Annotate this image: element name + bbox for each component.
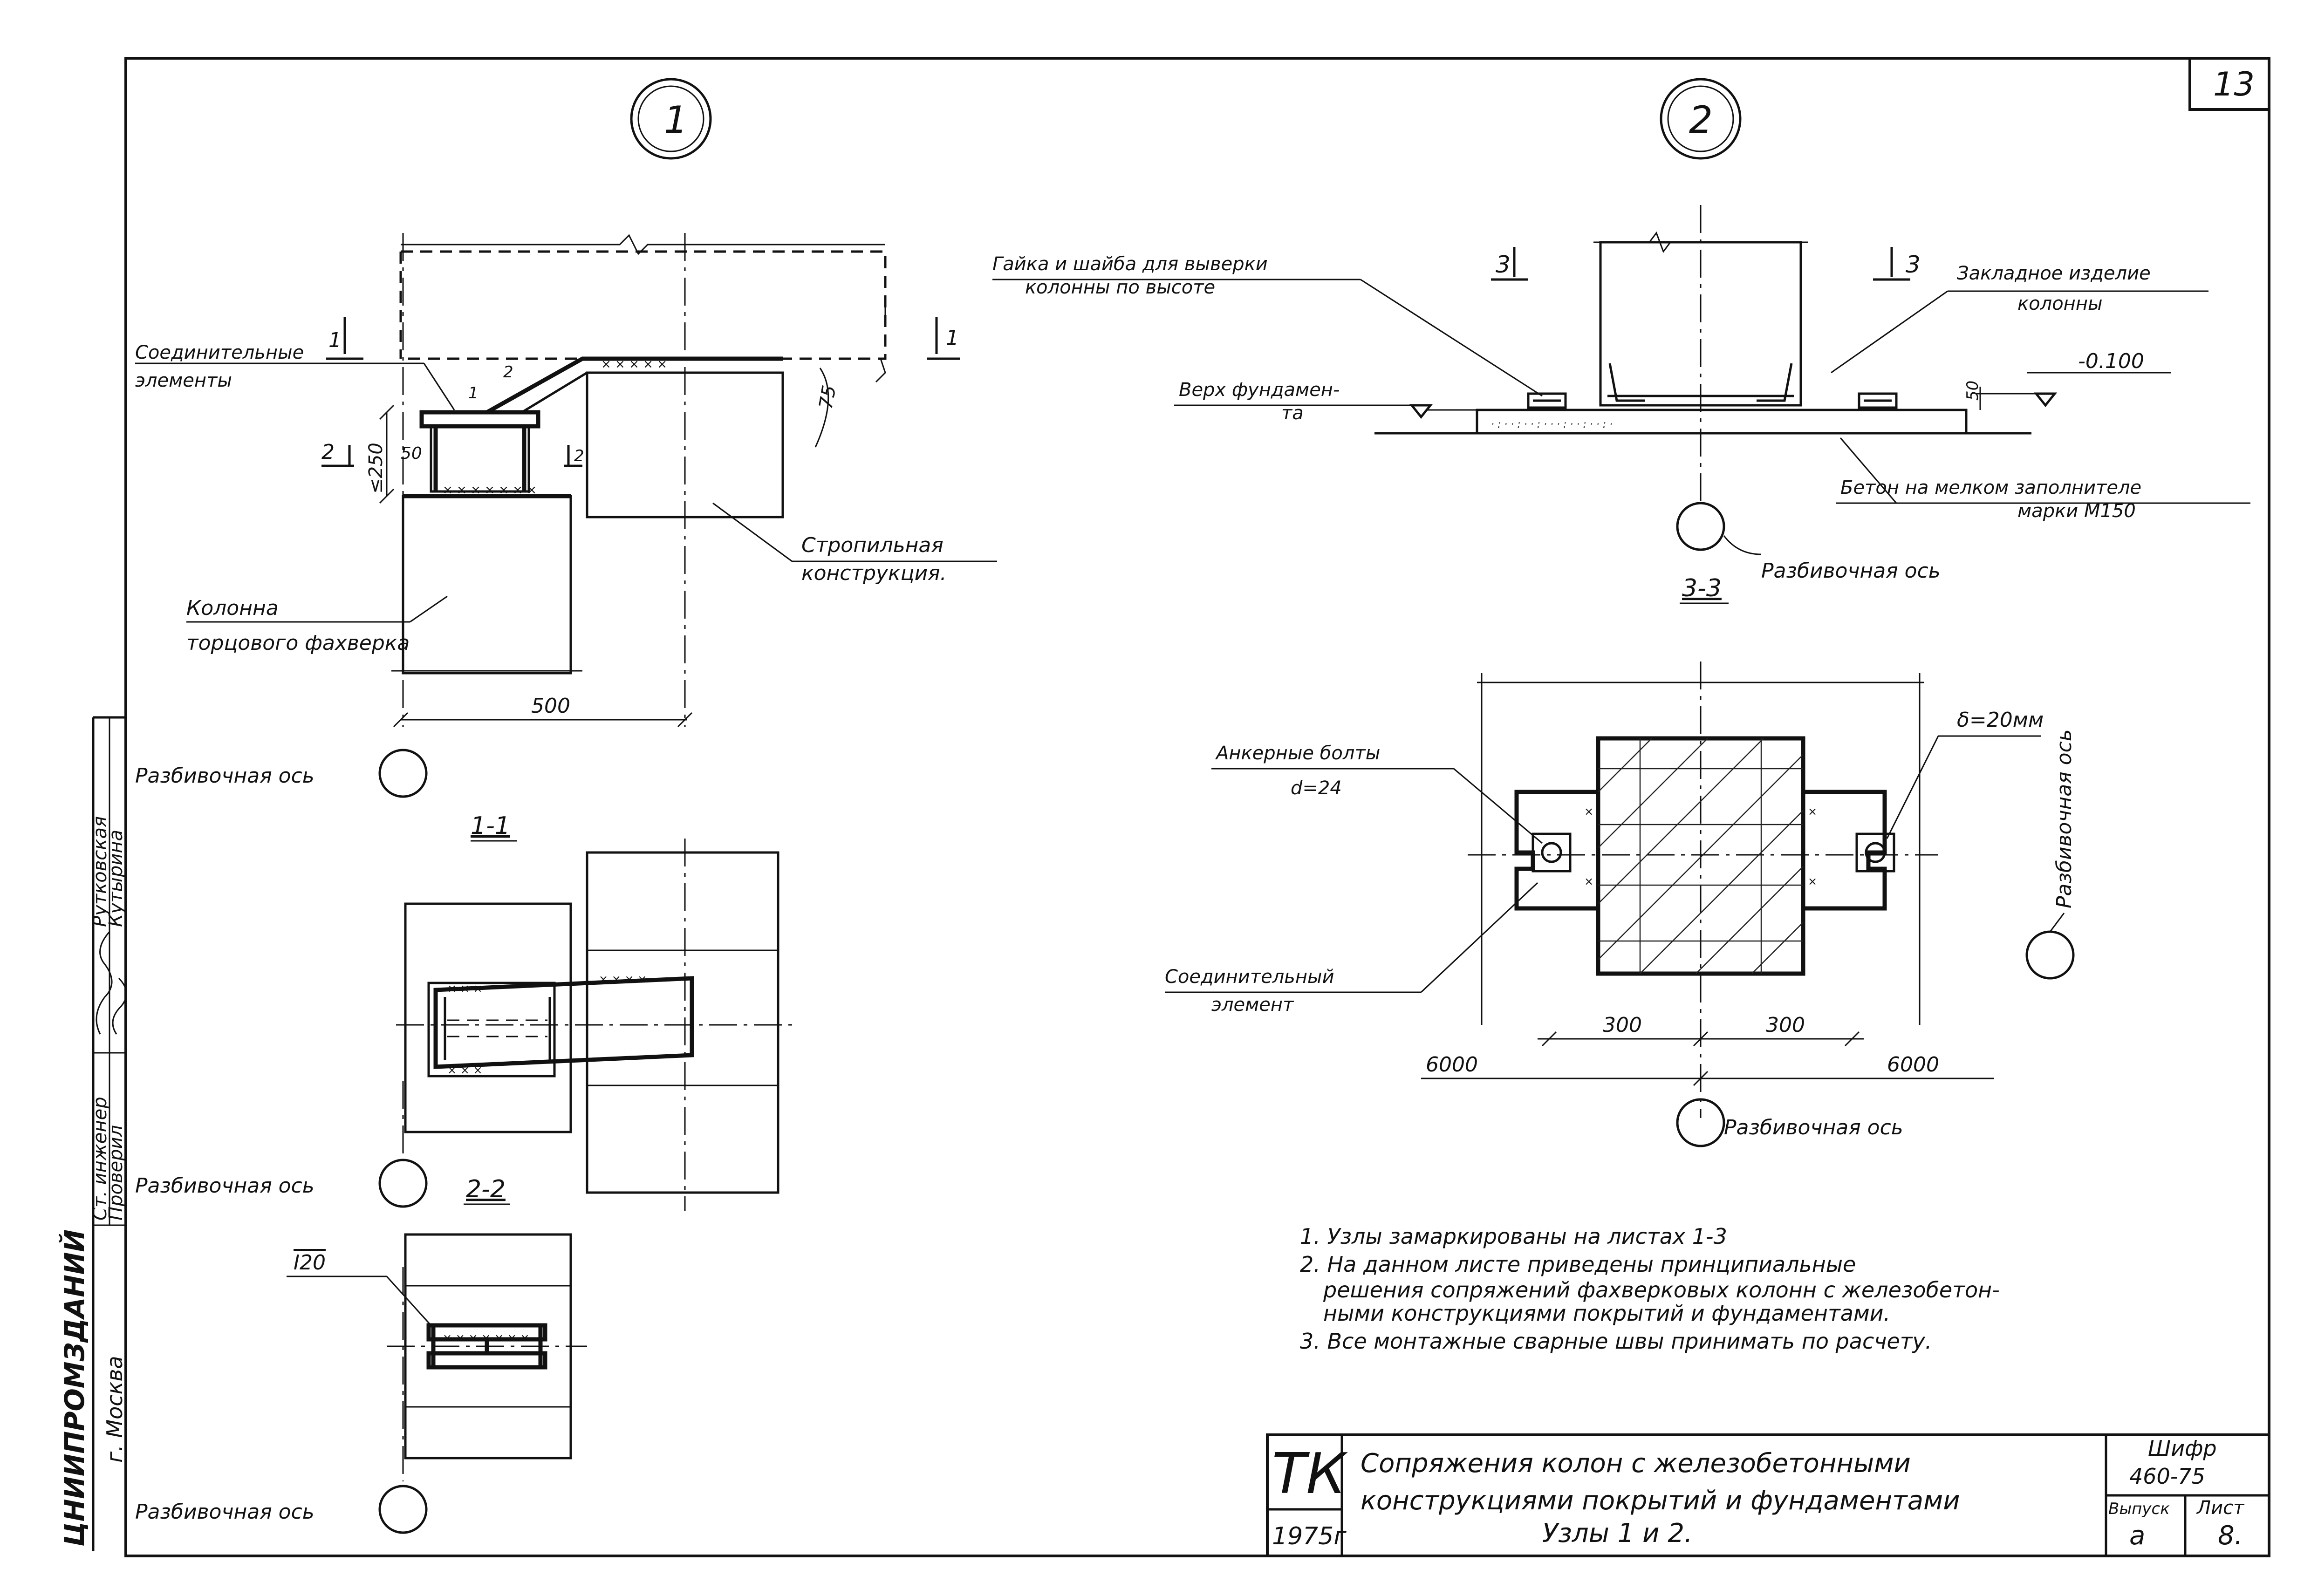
label-connecting-element: Соединительный bbox=[1165, 966, 1334, 988]
svg-text:элементы: элементы bbox=[135, 370, 232, 391]
svg-text:1: 1 bbox=[664, 98, 688, 142]
svg-text:≤250: ≤250 bbox=[365, 443, 387, 494]
svg-text:300: 300 bbox=[1766, 1013, 1805, 1037]
svg-text:Разбивочная ось: Разбивочная ось bbox=[135, 1174, 315, 1198]
side-role-1: Ст. инженер bbox=[89, 1097, 111, 1221]
svg-text:1: 1 bbox=[468, 384, 479, 402]
svg-text:× × × ×: × × × × bbox=[599, 973, 647, 986]
node-marker-2: 2 bbox=[1660, 78, 1742, 160]
svg-text:×: × bbox=[1584, 875, 1593, 888]
svg-text:×: × bbox=[1808, 875, 1817, 888]
svg-text:2: 2 bbox=[574, 447, 584, 465]
svg-text:Разбивочная ось: Разбивочная ось bbox=[135, 764, 315, 788]
label-concrete: Бетон на мелком заполнителе bbox=[1840, 477, 2141, 498]
svg-text:50: 50 bbox=[1963, 381, 1982, 401]
svg-text:колонны: колонны bbox=[2017, 293, 2103, 314]
stamp-sheet-label: Лист bbox=[2196, 1497, 2245, 1519]
section-3-3: 3-3 × × × × bbox=[1165, 574, 2076, 1147]
note-2: 2. На данном листе приведены принципиаль… bbox=[1300, 1252, 1856, 1277]
svg-text:2: 2 bbox=[503, 363, 513, 382]
svg-text:50: 50 bbox=[401, 444, 422, 463]
stamp-year: 1975г bbox=[1272, 1522, 1347, 1550]
svg-text:Разбивочная ось: Разбивочная ось bbox=[135, 1500, 315, 1524]
node2-elevation: · : · · : · · : · · · : · · : · · : · 3 … bbox=[992, 205, 2250, 583]
svg-text:× × × × × × ×: × × × × × × × bbox=[443, 1331, 530, 1344]
svg-text:d=24: d=24 bbox=[1291, 778, 1342, 799]
label-foundation-top: Верх фундамен- bbox=[1179, 379, 1340, 401]
label-truss: Стропильная bbox=[801, 533, 944, 557]
svg-text:× × ×: × × × bbox=[447, 1064, 483, 1077]
note-2b: решения сопряжений фахверковых колонн с … bbox=[1323, 1277, 2000, 1303]
side-name-1: Рутковская bbox=[89, 816, 111, 927]
svg-text:-0.100: -0.100 bbox=[2078, 349, 2144, 373]
svg-text:1: 1 bbox=[328, 328, 342, 352]
page-number: 13 bbox=[2213, 65, 2255, 103]
svg-text:· : · · : · · : · ·: · : · · : · · : · · · : · · : · · : · bbox=[1491, 419, 1613, 430]
svg-text:3-3: 3-3 bbox=[1682, 574, 1722, 602]
svg-text:6000: 6000 bbox=[1426, 1053, 1478, 1077]
svg-text:3: 3 bbox=[1496, 251, 1511, 278]
svg-text:2: 2 bbox=[321, 440, 335, 464]
svg-text:I20: I20 bbox=[294, 1251, 326, 1275]
label-thickness: δ=20мм bbox=[1957, 708, 2044, 732]
label-column: Колонна bbox=[186, 596, 279, 620]
stamp-code: ТК bbox=[1272, 1442, 1348, 1507]
svg-text:торцового фахверка: торцового фахверка bbox=[186, 631, 410, 655]
title-block: ТК 1975г Сопряжения колон с железобетонн… bbox=[1266, 1433, 2270, 1557]
svg-text:та: та bbox=[1281, 402, 1304, 424]
label-connecting-elements: Соединительные bbox=[135, 342, 304, 363]
signature-1 bbox=[96, 931, 113, 1035]
section-1-1: 1-1 × × × × × × × × × × Разбивочная ось bbox=[135, 812, 792, 1211]
side-block: ЦНИИПРОМЗДАНИЙ г. Москва Ст. инженер Про… bbox=[58, 716, 127, 1551]
note-3: 3. Все монтажные сварные швы принимать п… bbox=[1300, 1329, 1932, 1354]
svg-text:× × ×: × × × bbox=[447, 982, 483, 995]
svg-text:× × × × ×: × × × × × bbox=[601, 357, 667, 371]
sheet-frame: 13 bbox=[124, 57, 2270, 1557]
svg-text:1-1: 1-1 bbox=[471, 812, 510, 840]
svg-text:×: × bbox=[1584, 805, 1593, 818]
svg-text:колонны по высоте: колонны по высоте bbox=[1025, 277, 1215, 298]
side-city: г. Москва bbox=[102, 1356, 127, 1463]
svg-text:500: 500 bbox=[531, 694, 570, 718]
stamp-title-3: Узлы 1 и 2. bbox=[1542, 1518, 1693, 1548]
svg-text:2: 2 bbox=[1689, 98, 1713, 142]
column-body bbox=[402, 495, 572, 675]
svg-text:6000: 6000 bbox=[1887, 1053, 1939, 1077]
stamp-issue-label: Выпуск bbox=[2108, 1500, 2170, 1518]
stamp-cipher-label: Шифр bbox=[2148, 1436, 2217, 1461]
label-anchor: Анкерные болты bbox=[1215, 743, 1380, 764]
note-2c: ными конструкциями покрытий и фундамента… bbox=[1323, 1301, 1890, 1326]
svg-text:1: 1 bbox=[946, 326, 959, 350]
node1-elevation: × × × × × × × × × × × × 500 ≤250 50 75 1… bbox=[135, 233, 997, 798]
general-notes: 1. Узлы замаркированы на листах 1-3 2. Н… bbox=[1300, 1224, 2000, 1354]
node-marker-1: 1 bbox=[630, 78, 712, 160]
stamp-issue-value: a bbox=[2129, 1521, 2145, 1551]
stamp-sheet-value: 8. bbox=[2218, 1521, 2243, 1551]
side-role-2: Проверил bbox=[105, 1125, 127, 1221]
stamp-title-2: конструкциями покрытий и фундаментами bbox=[1361, 1486, 1960, 1516]
stamp-cipher-value: 460-75 bbox=[2129, 1464, 2205, 1489]
svg-text:×: × bbox=[1808, 805, 1817, 818]
svg-text:3: 3 bbox=[1906, 251, 1921, 278]
side-name-2: Кутырина bbox=[105, 830, 127, 927]
side-org: ЦНИИПРОМЗДАНИЙ bbox=[58, 1229, 90, 1547]
signature-2 bbox=[112, 977, 127, 1035]
section-2-2: 2-2 × × × × × × × I20 Разбивочная ось bbox=[135, 1175, 587, 1534]
stamp-title-1: Сопряжения колон с железобетонными bbox=[1361, 1448, 1911, 1479]
label-embedded: Закладное изделие bbox=[1957, 263, 2151, 284]
svg-text:элемент: элемент bbox=[1211, 994, 1294, 1016]
svg-text:Разбивочная ось: Разбивочная ось bbox=[1761, 559, 1941, 583]
svg-text:марки М150: марки М150 bbox=[2017, 500, 2136, 522]
svg-text:× × × × × × ×: × × × × × × × bbox=[443, 483, 537, 497]
label-nut: Гайка и шайба для выверки bbox=[992, 253, 1268, 275]
svg-text:2-2: 2-2 bbox=[466, 1175, 506, 1203]
svg-text:Разбивочная ось: Разбивочная ось bbox=[2052, 729, 2076, 908]
svg-text:300: 300 bbox=[1603, 1013, 1642, 1037]
svg-text:конструкция.: конструкция. bbox=[801, 561, 947, 585]
column-section bbox=[1596, 736, 1805, 976]
note-1: 1. Узлы замаркированы на листах 1-3 bbox=[1300, 1224, 1727, 1249]
svg-text:Разбивочная ось: Разбивочная ось bbox=[1724, 1116, 1903, 1139]
